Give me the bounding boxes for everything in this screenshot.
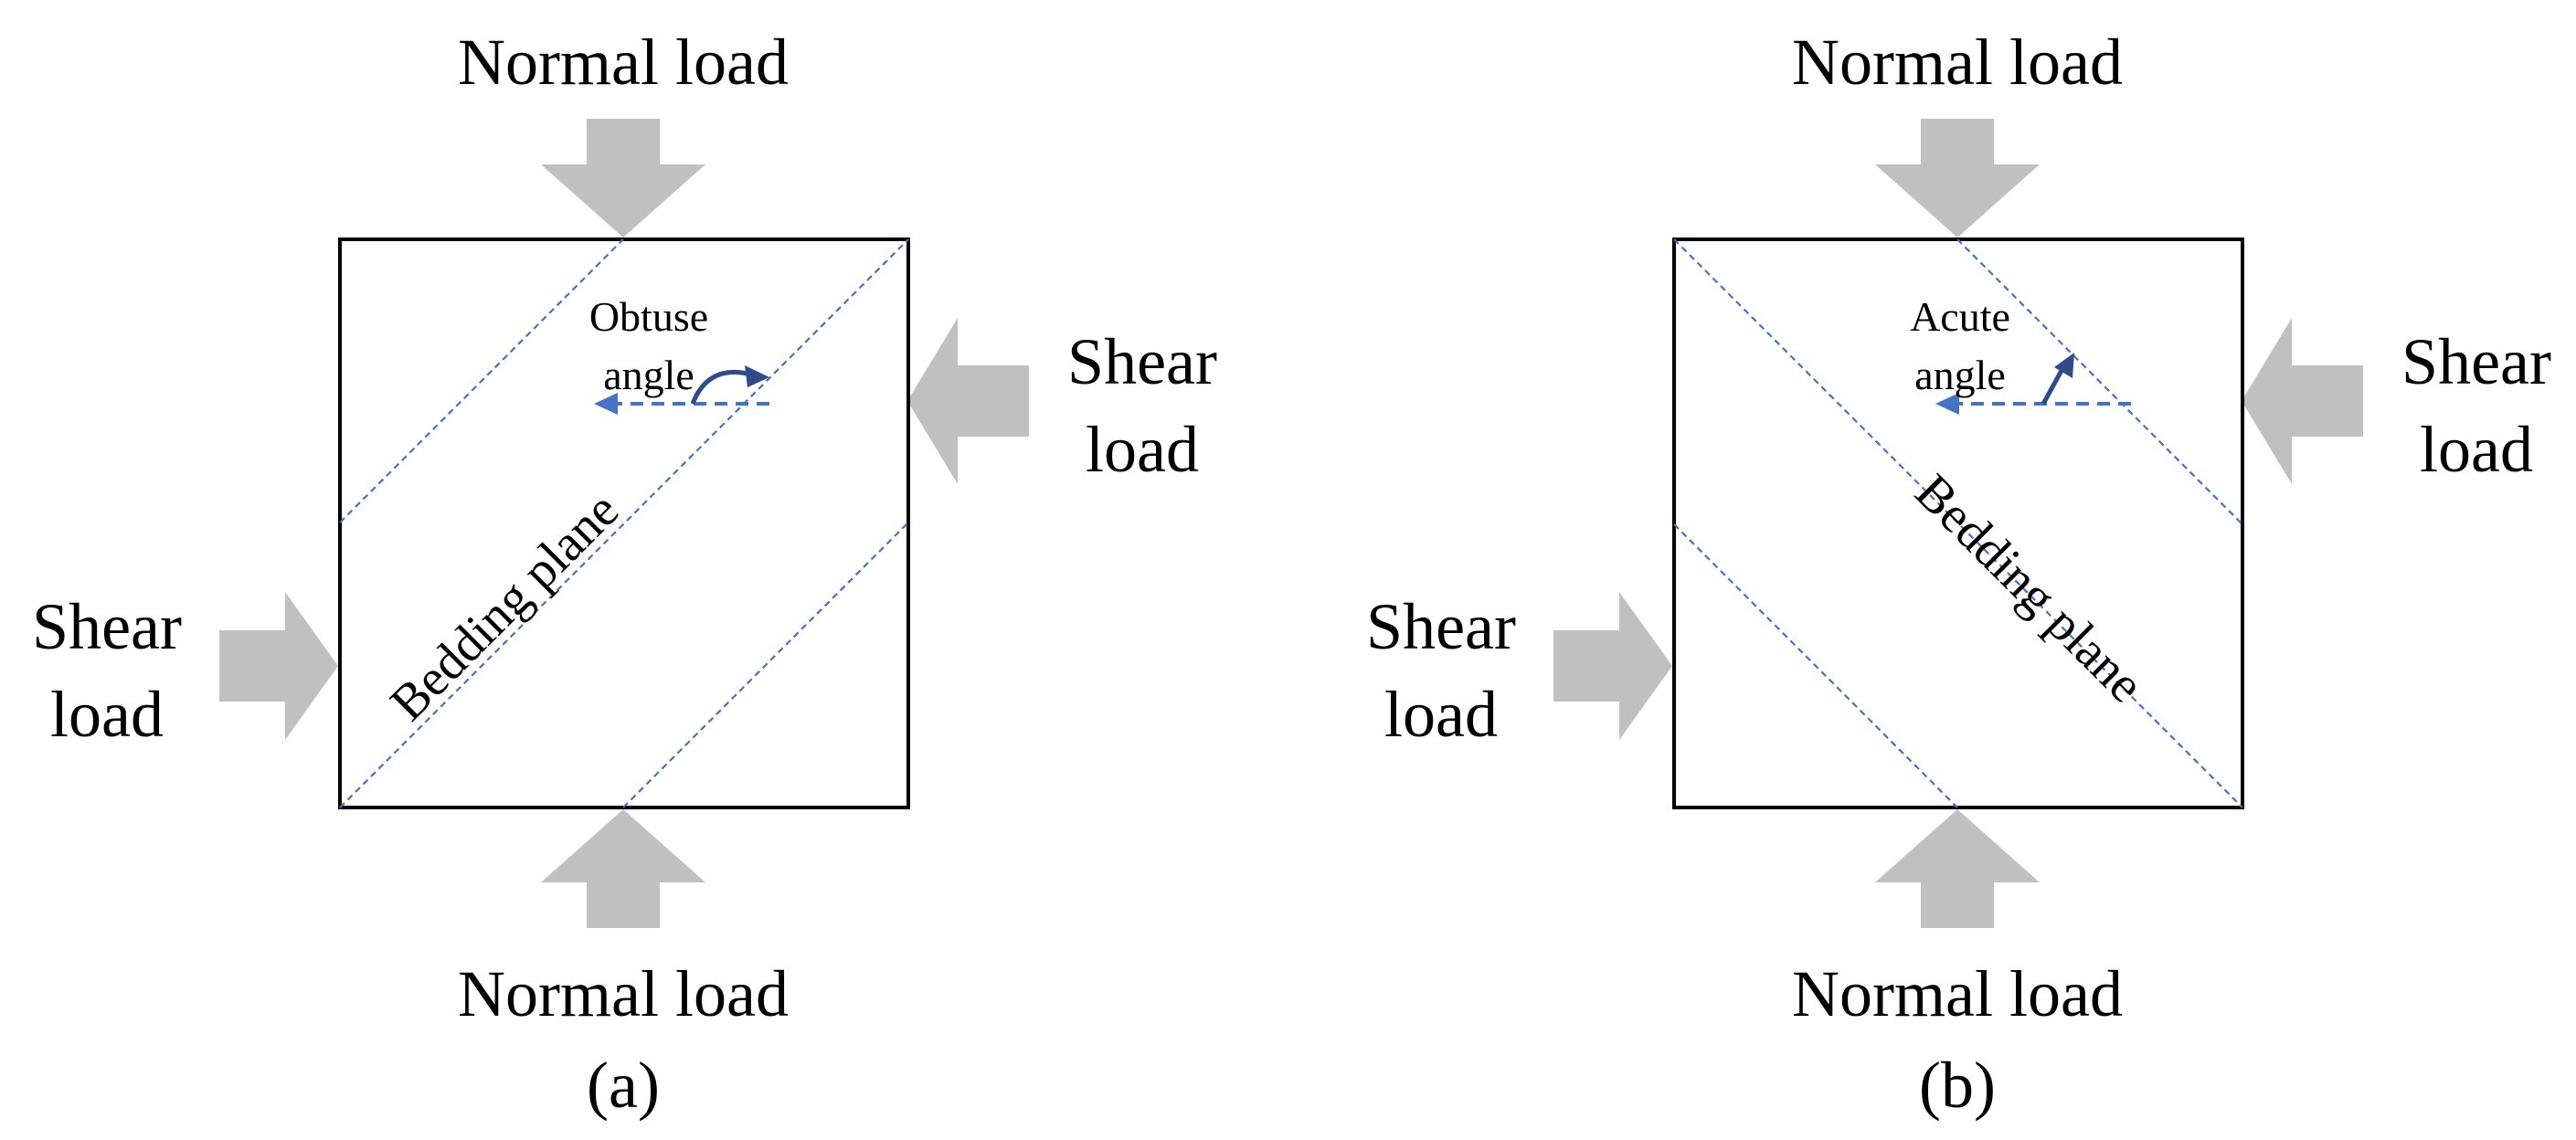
normal-load-bottom-label: Normal load bbox=[1792, 957, 2123, 1030]
bedding-line-lower bbox=[1673, 523, 1958, 808]
shear-load-left-arrow bbox=[219, 592, 338, 740]
panel-a: Normal load Normal load Shear load Shear… bbox=[32, 26, 1217, 1122]
angle-label-line2: angle bbox=[1914, 352, 2006, 398]
shear-load-left-label-line1: Shear bbox=[32, 590, 182, 663]
shear-load-left-label-line2: load bbox=[1384, 678, 1498, 751]
bedding-plane-label: Bedding plane bbox=[1904, 463, 2155, 713]
normal-load-top-label: Normal load bbox=[1792, 26, 2123, 99]
obtuse-angle-arc bbox=[690, 369, 752, 405]
normal-load-top-arrow bbox=[1875, 119, 2040, 238]
angle-label-line1: Obtuse bbox=[589, 293, 708, 340]
normal-load-top-label: Normal load bbox=[458, 26, 789, 99]
shear-load-right-label-line1: Shear bbox=[2401, 325, 2551, 398]
angle-label-line2: angle bbox=[603, 352, 694, 398]
panel-b: Normal load Normal load Shear load Shear… bbox=[1366, 26, 2551, 1122]
acute-angle-arc bbox=[2041, 365, 2066, 406]
normal-load-bottom-label: Normal load bbox=[458, 957, 789, 1030]
shear-load-right-label-line1: Shear bbox=[1067, 325, 1217, 398]
shear-load-left-label-line1: Shear bbox=[1366, 590, 1516, 663]
bedding-line-middle bbox=[1673, 238, 2243, 808]
shear-load-left-label-line2: load bbox=[50, 678, 164, 751]
panel-caption: (a) bbox=[587, 1049, 660, 1122]
angle-arc-arrowhead bbox=[2054, 353, 2074, 378]
shear-load-left-arrow bbox=[1553, 592, 1672, 740]
normal-load-top-arrow bbox=[541, 119, 705, 238]
shear-load-right-arrow bbox=[907, 318, 1029, 484]
bedding-plane-label: Bedding plane bbox=[379, 481, 630, 732]
bedding-line-lower bbox=[622, 522, 909, 808]
reference-arrowhead bbox=[594, 393, 618, 415]
bedding-line-middle bbox=[339, 238, 909, 808]
normal-load-bottom-arrow bbox=[1875, 809, 2040, 928]
angle-label-line1: Acute bbox=[1910, 293, 2010, 340]
panel-caption: (b) bbox=[1919, 1049, 1996, 1122]
shear-load-right-label-line2: load bbox=[2420, 413, 2533, 486]
angle-arc-arrowhead bbox=[745, 365, 769, 387]
bedding-line-upper bbox=[1956, 238, 2243, 525]
shear-load-right-arrow bbox=[2242, 318, 2363, 484]
reference-arrowhead bbox=[1935, 393, 1959, 415]
shear-load-right-label-line2: load bbox=[1086, 413, 1199, 486]
bedding-line-upper bbox=[339, 238, 624, 523]
normal-load-bottom-arrow bbox=[541, 809, 705, 928]
